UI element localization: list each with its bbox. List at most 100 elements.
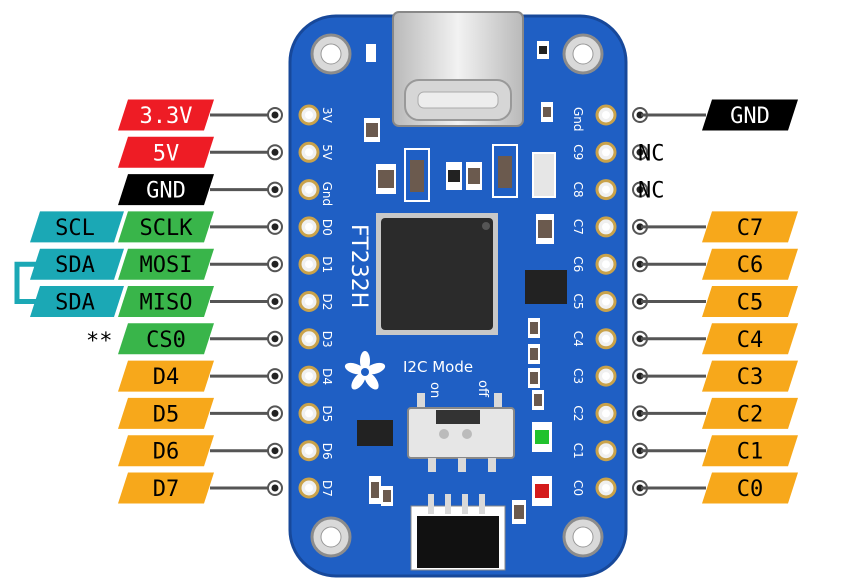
mounting-hole-top-left xyxy=(310,33,352,75)
label-tag xyxy=(702,472,798,504)
ft232h-chip xyxy=(376,213,498,335)
right-silk-label: C2 xyxy=(571,405,585,421)
wire-end-dot-center xyxy=(271,409,279,417)
left-silk-label: Gnd xyxy=(320,182,334,207)
label-text: MOSI xyxy=(140,253,193,278)
right-callout-c3: C3 xyxy=(632,360,798,392)
label-text: 5V xyxy=(153,141,180,166)
left-pad-hole xyxy=(305,484,313,492)
label-tag xyxy=(30,248,124,280)
left-silk-label: D0 xyxy=(320,219,334,236)
right-silk-label: C5 xyxy=(571,294,585,310)
wire-end-dot-center xyxy=(636,186,644,194)
right-callout-c6: C6 xyxy=(632,248,798,280)
label-text: C2 xyxy=(737,402,764,427)
left-callout-33v: 3.3V xyxy=(118,99,283,131)
right-callout-c2: C2 xyxy=(632,397,798,429)
right-pad-hole xyxy=(602,297,610,306)
left-callout-5v: 5V xyxy=(118,136,283,168)
left-silk-label: D7 xyxy=(320,480,334,497)
label-text: D6 xyxy=(153,440,180,465)
label-text: D7 xyxy=(153,477,180,502)
right-pad-hole xyxy=(602,334,610,343)
label-text: C4 xyxy=(737,328,764,353)
left-callout-gnd: GND xyxy=(118,174,283,206)
right-pad-hole xyxy=(602,409,610,418)
switch-off-label: off xyxy=(475,380,490,398)
i2c-callout-sda: SDA xyxy=(30,286,124,317)
left-callout-d6: D6 xyxy=(118,435,283,467)
cs-footnote-marker: ** xyxy=(86,329,113,354)
left-callout-d7: D7 xyxy=(118,472,283,504)
wire-end-dot-center xyxy=(271,260,279,268)
label-tag xyxy=(118,360,214,392)
label-tag xyxy=(702,360,798,392)
right-callout-nc: NC xyxy=(632,141,665,166)
label-tag xyxy=(118,323,214,355)
label-text: C7 xyxy=(737,216,764,241)
left-callout-sclk: SCLK xyxy=(118,211,283,243)
left-callout-d4: D4 xyxy=(118,360,283,392)
left-silk-label: D6 xyxy=(320,443,334,460)
label-text: CS0 xyxy=(146,328,186,353)
left-pad-hole xyxy=(305,260,313,269)
right-pad-hole xyxy=(602,185,610,194)
label-text: NC xyxy=(638,179,665,204)
label-tag xyxy=(702,323,798,355)
left-silk-label: D1 xyxy=(320,256,334,273)
right-silk-label: C0 xyxy=(571,480,585,496)
right-pad-hole xyxy=(602,222,610,231)
label-tag xyxy=(118,397,214,429)
smd-components xyxy=(357,41,567,524)
right-pad-hole xyxy=(602,446,610,455)
label-text: D4 xyxy=(153,365,180,390)
label-tag xyxy=(118,136,214,168)
label-tag xyxy=(702,286,798,317)
mounting-hole-bottom-left xyxy=(310,516,352,558)
left-silk-label: D3 xyxy=(320,331,334,348)
right-pad-hole xyxy=(602,372,610,381)
i2c-callout-sda: SDA xyxy=(30,248,124,280)
wire-end-dot-center xyxy=(271,484,279,492)
left-pad-hole xyxy=(305,446,313,455)
wire-end-dot-center xyxy=(636,148,644,156)
left-silk-label: D5 xyxy=(320,405,334,422)
wire-end-dot-center xyxy=(271,111,279,119)
left-silk-label: D2 xyxy=(320,294,334,311)
wire-end-dot-center xyxy=(271,372,279,380)
right-silk-label: C4 xyxy=(571,331,585,347)
label-tag xyxy=(118,99,214,131)
green-led xyxy=(532,422,552,452)
right-silk-label: C1 xyxy=(571,443,585,459)
wire-end-dot-center xyxy=(636,111,644,119)
switch-on-label: on xyxy=(427,382,442,398)
i2c-mode-switch[interactable] xyxy=(407,393,515,472)
right-pad-hole xyxy=(602,111,610,119)
mounting-hole-bottom-right xyxy=(562,516,604,558)
stemma-qt-connector xyxy=(410,494,506,571)
label-tag xyxy=(702,435,798,467)
left-silk-label: 3V xyxy=(320,107,334,124)
left-silk-label: D4 xyxy=(320,368,334,385)
wire-end-dot-center xyxy=(271,335,279,343)
adafruit-logo xyxy=(344,351,386,390)
label-text: 3.3V xyxy=(140,104,193,129)
right-callout-nc: NC xyxy=(632,179,665,204)
wire-end-dot-center xyxy=(636,260,644,268)
label-tag xyxy=(30,211,124,243)
right-callout-c7: C7 xyxy=(632,211,798,243)
right-callout-c1: C1 xyxy=(632,435,798,467)
label-text: SCL xyxy=(55,216,95,241)
left-callout-d5: D5 xyxy=(118,397,283,429)
left-pad-hole xyxy=(305,372,313,381)
sda-bracket xyxy=(14,261,44,304)
pcb-board: FT232H I2C Mode on off xyxy=(288,11,628,578)
label-tag xyxy=(702,211,798,243)
wire-end-dot-center xyxy=(271,186,279,194)
red-led xyxy=(532,476,552,506)
i2c-callout-scl: SCL xyxy=(30,211,124,243)
